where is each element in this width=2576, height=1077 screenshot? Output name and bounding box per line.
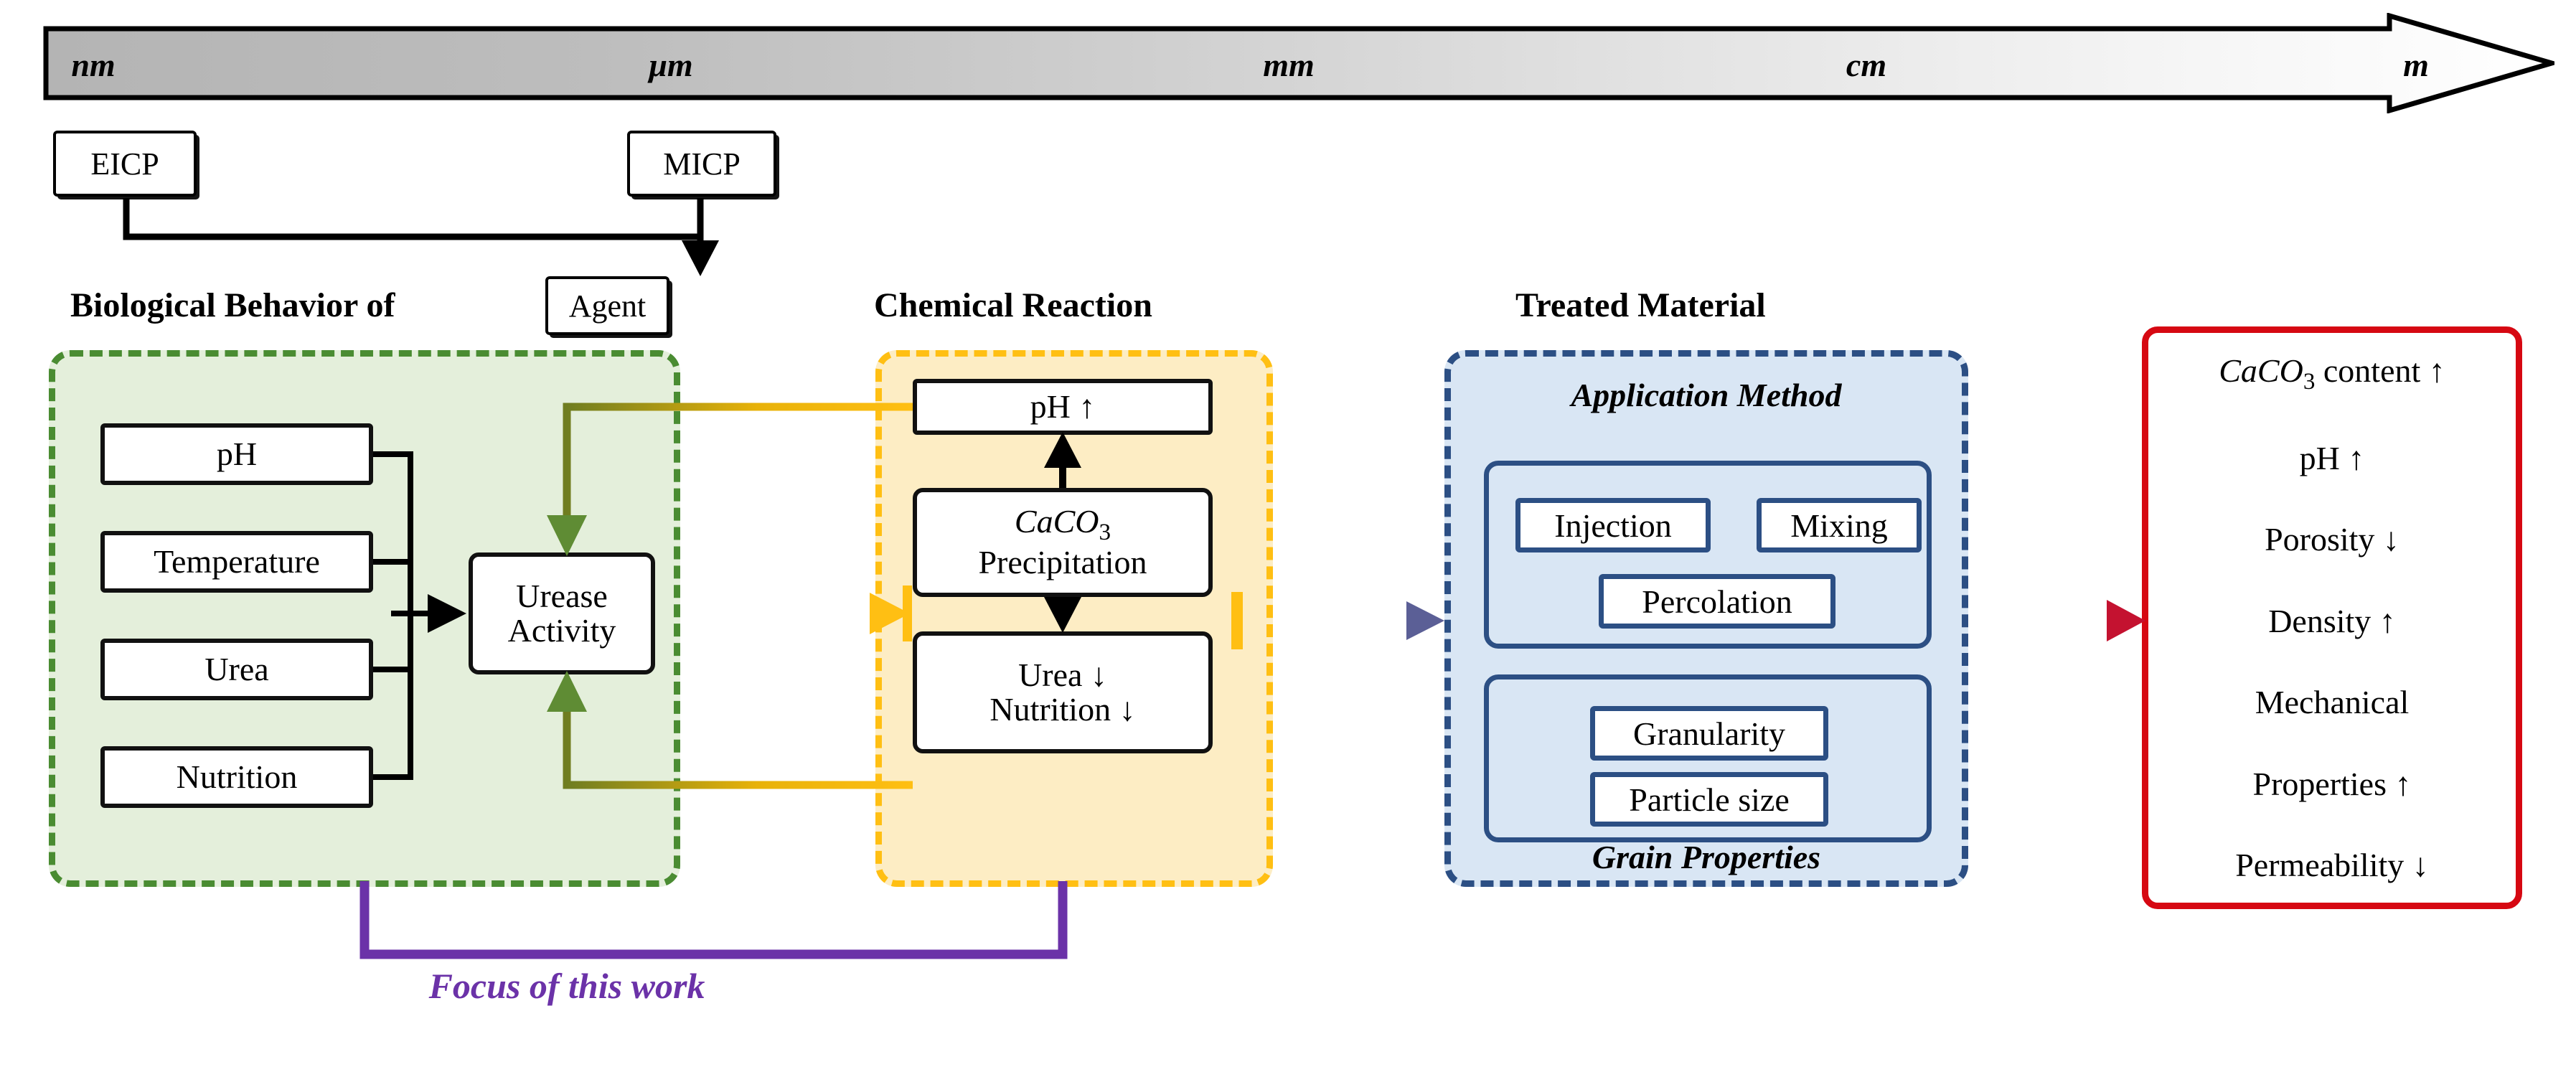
application-method-title: Application Method: [1571, 377, 1842, 413]
urease-to-precipitation-arrow: [655, 585, 912, 641]
scale-tick-mm: mm: [1263, 47, 1315, 83]
result-item-caco3: CaCO3 content ↑: [2219, 352, 2445, 395]
section-title-treated: Treated Material: [1515, 286, 1766, 324]
application-percolation-chip[interactable]: Percolation: [1599, 574, 1835, 629]
agent-box[interactable]: Agent: [545, 276, 669, 335]
urease-activity-line2: Activity: [507, 612, 616, 649]
agent-inlet-wire: [123, 198, 719, 276]
length-scale-axis: nm μm mm cm m: [43, 13, 2554, 113]
urease-activity-box[interactable]: Urease Activity: [469, 552, 655, 674]
ph-increase-box[interactable]: pH ↑: [913, 379, 1213, 435]
caco3-precipitation-box[interactable]: CaCO3 Precipitation: [913, 488, 1213, 597]
micp-box[interactable]: MICP: [627, 131, 776, 197]
application-mixing-chip[interactable]: Mixing: [1757, 498, 1922, 552]
factor-ph-box[interactable]: pH: [100, 423, 373, 485]
application-method-group: [1484, 461, 1932, 649]
result-item-properties: Properties ↑: [2252, 765, 2412, 802]
caco3-formula: CaCO3: [1014, 503, 1111, 546]
urea-decrease-line: Urea ↓: [1018, 656, 1107, 693]
result-item-ph: pH ↑: [2299, 439, 2365, 476]
grain-particle-size-chip[interactable]: Particle size: [1590, 772, 1828, 827]
precipitation-word: Precipitation: [978, 544, 1147, 581]
section-title-chemical: Chemical Reaction: [874, 286, 1152, 324]
scale-arrow: [43, 13, 2554, 113]
results-panel: [2142, 326, 2522, 909]
focus-bracket: [359, 881, 1068, 959]
grain-granularity-chip[interactable]: Granularity: [1590, 706, 1828, 761]
scale-tick-um: μm: [649, 47, 693, 83]
factor-temperature-box[interactable]: Temperature: [100, 531, 373, 593]
factor-urea-box[interactable]: Urea: [100, 639, 373, 700]
grain-properties-title: Grain Properties: [1592, 839, 1821, 875]
results-list: CaCO3 content ↑ pH ↑ Porosity ↓ Density …: [2142, 352, 2522, 884]
urease-activity-line1: Urease: [516, 577, 608, 614]
scale-tick-m: m: [2403, 47, 2429, 83]
application-injection-chip[interactable]: Injection: [1515, 498, 1711, 552]
result-item-porosity: Porosity ↓: [2265, 521, 2399, 558]
urea-nutrition-decrease-box[interactable]: Urea ↓ Nutrition ↓: [913, 631, 1213, 753]
result-item-permeability: Permeability ↓: [2235, 847, 2429, 883]
grain-properties-group: [1484, 674, 1932, 842]
scale-tick-cm: cm: [1846, 47, 1887, 83]
factor-nutrition-box[interactable]: Nutrition: [100, 746, 373, 808]
section-title-biological: Biological Behavior of: [70, 286, 395, 324]
scale-tick-nm: nm: [71, 47, 116, 83]
nutrition-decrease-line: Nutrition ↓: [989, 691, 1136, 728]
eicp-box[interactable]: EICP: [53, 131, 197, 197]
treated-to-results-arrow: [1968, 600, 2145, 641]
result-item-mechanical: Mechanical: [2255, 684, 2410, 721]
focus-of-this-work-label: Focus of this work: [428, 966, 705, 1006]
result-item-density: Density ↑: [2268, 602, 2396, 639]
